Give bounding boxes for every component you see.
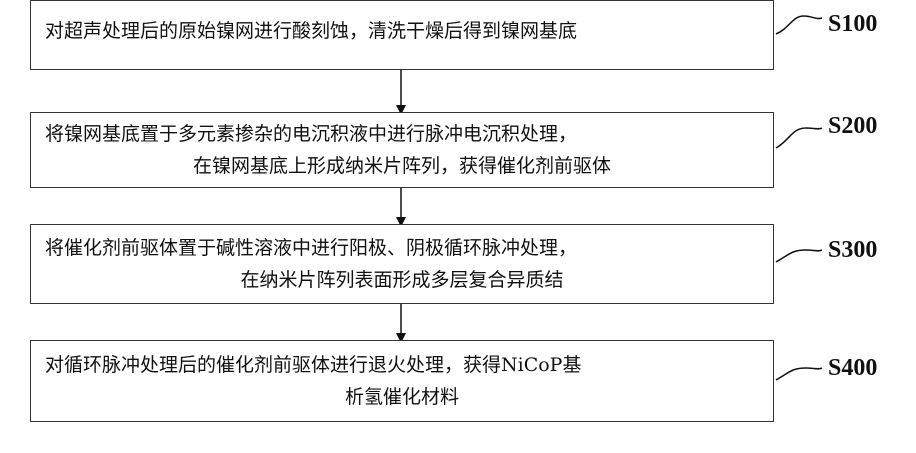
step-label-s400: S400 (828, 354, 877, 382)
step-s200-line-2: 在镍网基底上形成纳米片阵列，获得催化剂前驱体 (31, 150, 773, 182)
step-label-s100: S100 (828, 10, 877, 38)
leader-curve-s100 (776, 16, 822, 34)
step-box-s200: 将镍网基底置于多元素掺杂的电沉积液中进行脉冲电沉积处理， 在镍网基底上形成纳米片… (30, 112, 774, 188)
step-label-s200: S200 (828, 112, 877, 140)
step-s300-line-2: 在纳米片阵列表面形成多层复合异质结 (31, 264, 773, 296)
step-s400-line-1: 对循环脉冲处理后的催化剂前驱体进行退火处理，获得NiCoP基 (31, 349, 773, 381)
leader-curve-s200 (776, 128, 822, 148)
step-s200-line-1: 将镍网基底置于多元素掺杂的电沉积液中进行脉冲电沉积处理， (31, 118, 773, 150)
step-s400-line-2: 析氢催化材料 (31, 381, 773, 413)
step-box-s100: 对超声处理后的原始镍网进行酸刻蚀，清洗干燥后得到镍网基底 (30, 0, 774, 70)
leader-curve-s300 (776, 250, 822, 262)
step-box-s400: 对循环脉冲处理后的催化剂前驱体进行退火处理，获得NiCoP基 析氢催化材料 (30, 340, 774, 422)
step-s100-line-1: 对超声处理后的原始镍网进行酸刻蚀，清洗干燥后得到镍网基底 (31, 15, 773, 47)
leader-curve-s400 (776, 368, 822, 380)
step-label-s300: S300 (828, 236, 877, 264)
step-s300-line-1: 将催化剂前驱体置于碱性溶液中进行阳极、阴极循环脉冲处理， (31, 232, 773, 264)
step-box-s300: 将催化剂前驱体置于碱性溶液中进行阳极、阴极循环脉冲处理， 在纳米片阵列表面形成多… (30, 224, 774, 304)
